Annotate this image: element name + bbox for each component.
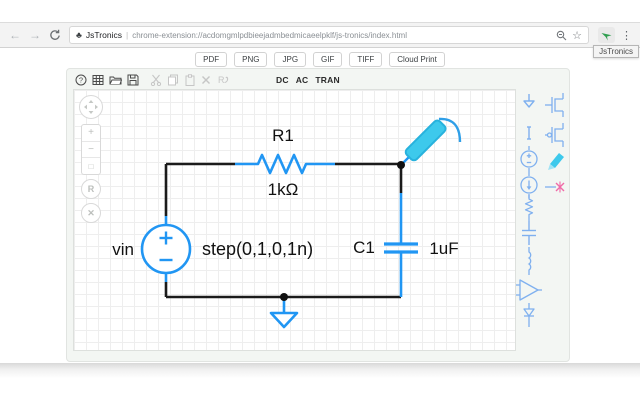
menu-ac[interactable]: AC [295, 74, 309, 85]
jstronics-app-panel: ? R [66, 68, 570, 362]
export-jpg-button[interactable]: JPG [274, 52, 307, 67]
resistor-r1[interactable] [235, 153, 335, 175]
zoom-in-button[interactable]: + [82, 125, 100, 142]
export-buttons-row: PDF PNG JPG GIF TIFF Cloud Print [0, 52, 640, 67]
label-vin[interactable]: vin [112, 240, 134, 259]
schematic-canvas[interactable]: R1 1kΩ vin step(0,1,0,1n) C1 1uF + − □ R… [73, 89, 516, 351]
window-bottom-shadow [0, 363, 640, 378]
help-icon[interactable]: ? [75, 74, 87, 86]
palette-opamp-icon[interactable] [515, 279, 543, 301]
grid-icon[interactable] [92, 74, 104, 86]
palette-capacitor-icon[interactable] [519, 221, 539, 245]
palette-wire-icon[interactable] [519, 124, 539, 142]
app-toolbar: ? R [75, 72, 340, 87]
switch-throw-arc [438, 117, 462, 143]
export-cloud-print-button[interactable]: Cloud Print [389, 52, 445, 67]
url-separator: | [125, 30, 129, 40]
palette-pmos-icon[interactable] [544, 123, 568, 147]
ground-symbol[interactable] [269, 297, 299, 329]
url-text: chrome-extension://acdomgmlpdbieejadmbed… [132, 30, 407, 40]
palette-nmos-icon[interactable] [544, 93, 568, 117]
zoom-fit-button[interactable]: □ [88, 161, 94, 171]
node-dot[interactable] [397, 161, 405, 169]
extension-tooltip: JsTronics [593, 45, 639, 58]
label-r1[interactable]: R1 [272, 126, 294, 145]
palette-current-source-icon[interactable] [517, 172, 541, 198]
label-c1-value[interactable]: 1uF [429, 239, 458, 258]
delete-icon[interactable] [201, 75, 211, 85]
zoom-page-icon[interactable] [556, 30, 567, 41]
page-favicon-icon: ♣ [76, 30, 82, 40]
svg-text:R: R [218, 75, 225, 85]
rotate-icon[interactable]: R [216, 73, 229, 86]
circuit-drawing: R1 1kΩ vin step(0,1,0,1n) C1 1uF [112, 117, 462, 329]
switch-selected[interactable] [400, 117, 462, 166]
export-tiff-button[interactable]: TIFF [349, 52, 383, 67]
zoom-out-button[interactable]: − [82, 142, 100, 159]
palette-voltage-source-icon[interactable] [517, 146, 541, 172]
pan-tool[interactable] [79, 95, 103, 119]
forward-icon[interactable]: → [29, 28, 41, 42]
svg-text:?: ? [79, 75, 83, 84]
voltage-source-vin[interactable] [140, 216, 192, 282]
label-r1-value[interactable]: 1kΩ [268, 180, 299, 199]
cut-icon[interactable] [150, 74, 162, 86]
save-icon[interactable] [127, 74, 139, 86]
palette-ground-icon[interactable] [519, 93, 539, 113]
open-folder-icon[interactable] [109, 74, 122, 86]
bookmark-star-icon[interactable]: ☆ [572, 29, 582, 42]
export-png-button[interactable]: PNG [234, 52, 268, 67]
label-vin-value[interactable]: step(0,1,0,1n) [202, 239, 313, 259]
palette-diode-icon[interactable] [519, 303, 539, 327]
analysis-menu: DC AC TRAN [276, 75, 340, 85]
palette-probe-icon[interactable] [544, 177, 568, 197]
browser-menu-icon[interactable]: ⋮ [621, 29, 632, 42]
window-titlebar [0, 0, 640, 22]
palette-inductor-icon[interactable] [519, 247, 539, 275]
menu-tran[interactable]: TRAN [315, 74, 340, 85]
jstronics-extension-button[interactable] [598, 27, 615, 43]
back-icon[interactable]: ← [9, 28, 21, 42]
node-dot[interactable] [280, 293, 288, 301]
label-c1[interactable]: C1 [353, 238, 375, 257]
delete-tool[interactable]: ✕ [81, 203, 101, 223]
address-bar[interactable]: ♣ JsTronics | chrome-extension://acdomgm… [69, 26, 589, 44]
copy-icon[interactable] [167, 74, 179, 86]
paste-icon[interactable] [184, 73, 196, 86]
export-pdf-button[interactable]: PDF [195, 52, 228, 67]
rotate-tool[interactable]: R [81, 179, 101, 199]
palette-resistor-icon[interactable] [519, 195, 539, 221]
reload-icon[interactable] [47, 27, 63, 43]
url-site-title: JsTronics [85, 30, 122, 40]
export-gif-button[interactable]: GIF [313, 52, 343, 67]
capacitor-c1[interactable] [384, 193, 418, 297]
browser-toolbar: ← → ♣ JsTronics | chrome-extension://acd… [0, 22, 640, 48]
zoom-tool-group: + − □ [81, 124, 101, 175]
palette-pencil-tool-icon[interactable] [544, 149, 568, 173]
menu-dc[interactable]: DC [276, 74, 289, 85]
